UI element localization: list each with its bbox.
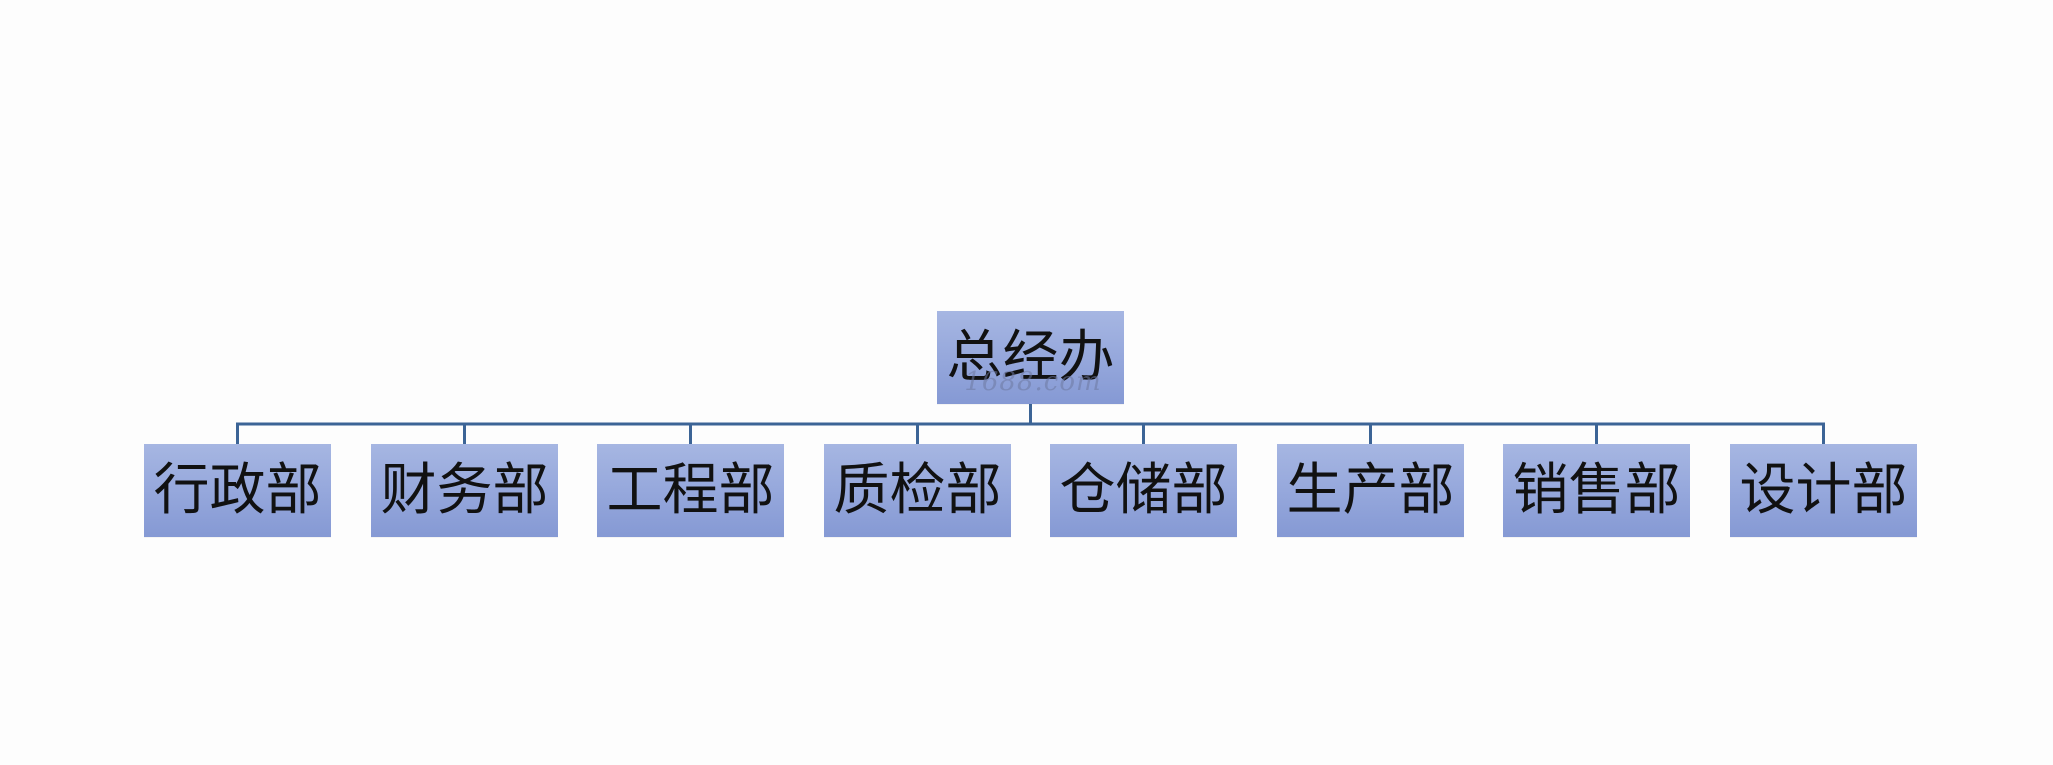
dept-node-label: 行政部 — [153, 457, 322, 523]
dept-node-engineering[interactable]: 工程部 — [597, 444, 784, 537]
dept-node-quality[interactable]: 质检部 — [824, 444, 1011, 537]
dept-node-finance[interactable]: 财务部 — [371, 444, 558, 537]
dept-node-label: 设计部 — [1739, 457, 1908, 523]
dept-node-admin[interactable]: 行政部 — [144, 444, 331, 537]
dept-node-label: 工程部 — [606, 457, 775, 523]
dept-node-warehouse[interactable]: 仓储部 — [1050, 444, 1237, 537]
dept-node-design[interactable]: 设计部 — [1730, 444, 1917, 537]
dept-node-sales[interactable]: 销售部 — [1503, 444, 1690, 537]
dept-node-label: 仓储部 — [1059, 457, 1228, 523]
dept-node-label: 财务部 — [380, 457, 549, 523]
root-node-general-office[interactable]: 总经办 — [937, 311, 1124, 404]
root-node-label: 总经办 — [946, 324, 1115, 390]
dept-node-label: 质检部 — [833, 457, 1002, 523]
dept-node-label: 生产部 — [1286, 457, 1455, 523]
dept-node-label: 销售部 — [1512, 457, 1681, 523]
dept-node-production[interactable]: 生产部 — [1277, 444, 1464, 537]
